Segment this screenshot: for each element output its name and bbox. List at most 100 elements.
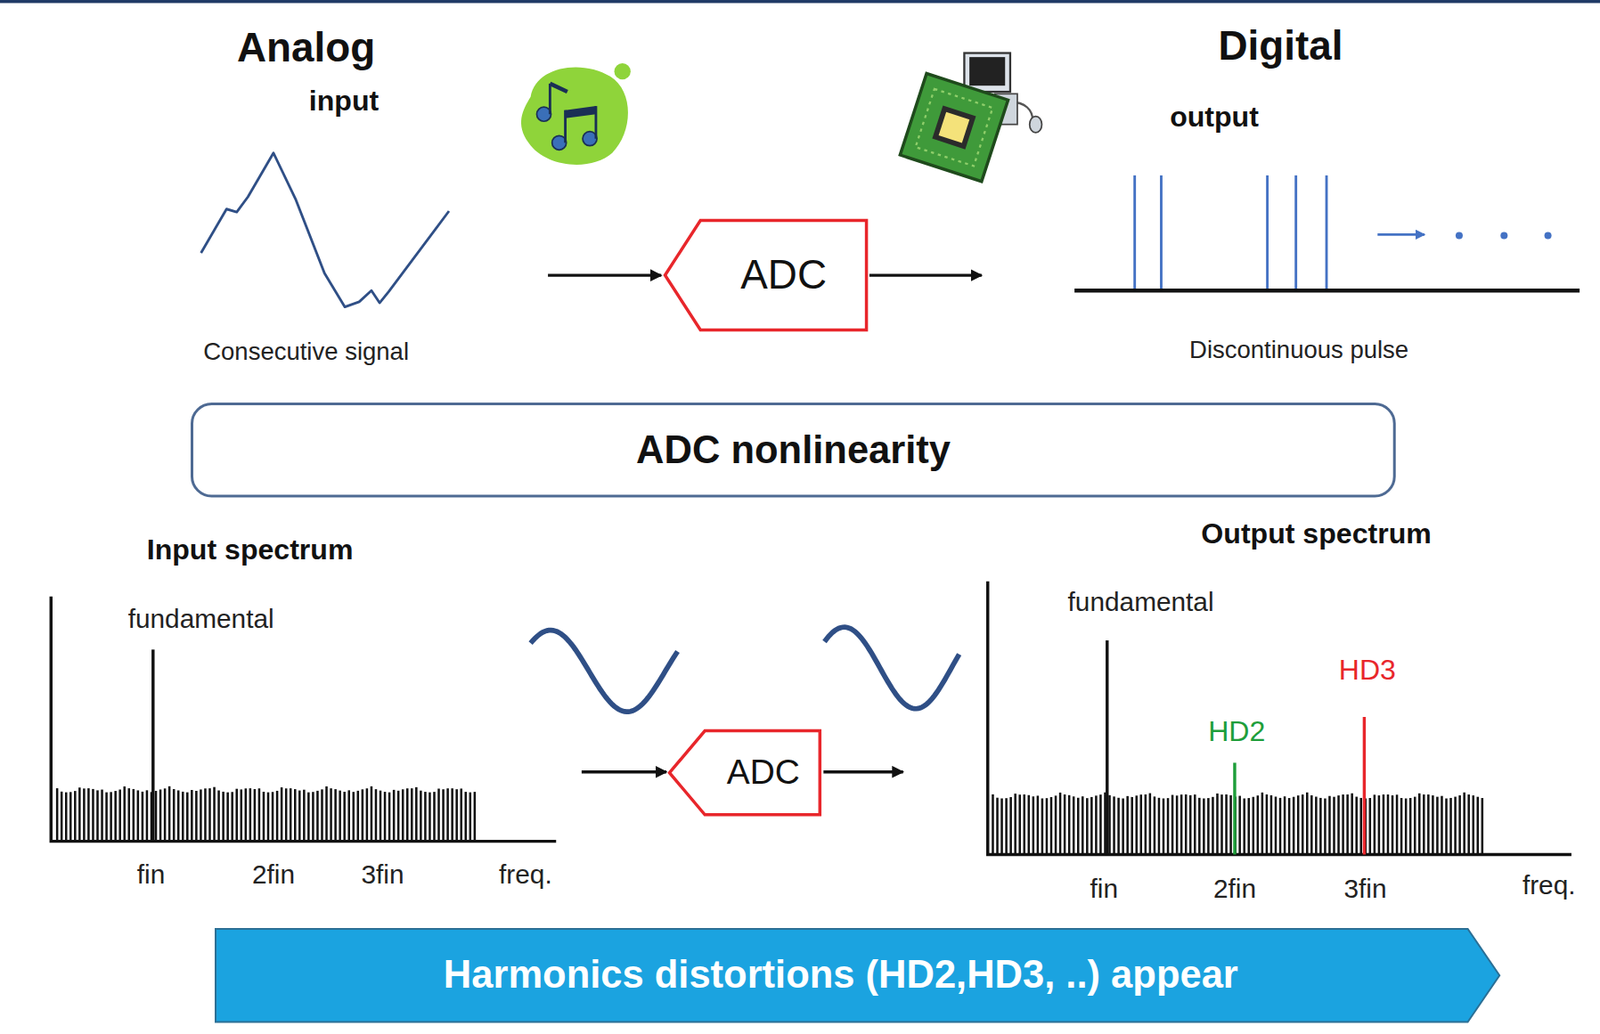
- noise-bar: [1081, 796, 1085, 855]
- noise-bar: [1059, 792, 1062, 856]
- hd2-line: [1232, 762, 1236, 855]
- chip-icon: [899, 53, 1042, 182]
- sine-wave: [824, 627, 959, 710]
- noise-bar: [1270, 795, 1274, 856]
- noise-bar: [1301, 794, 1305, 855]
- noise-bar: [1018, 794, 1021, 855]
- noise-bar: [1355, 797, 1358, 856]
- noise-bar: [1328, 796, 1331, 856]
- noise-bar: [392, 790, 396, 842]
- noise-bar: [1202, 799, 1206, 856]
- noise-bar: [1094, 795, 1098, 855]
- noise-bar: [406, 788, 409, 841]
- noise-bar: [334, 789, 337, 842]
- noise-bar: [1036, 795, 1040, 855]
- noise-bar: [1045, 798, 1049, 855]
- noise-bar: [289, 788, 293, 841]
- noise-bar: [1337, 795, 1340, 855]
- noise-bar: [1458, 795, 1462, 855]
- noise-bar: [397, 791, 400, 842]
- noise-bar: [105, 792, 108, 842]
- noise-bar: [69, 791, 73, 841]
- noise-bar: [342, 791, 346, 842]
- adc-block: ADC: [668, 729, 822, 817]
- noise-bar: [1153, 796, 1157, 855]
- node-label: ADC nonlinearity: [636, 429, 951, 473]
- top-rule: [0, 0, 1600, 3]
- noise-bar: [195, 791, 198, 842]
- noise-bar: [1216, 793, 1219, 856]
- noise-bar: [1198, 798, 1201, 856]
- noise-bar: [347, 790, 351, 841]
- signal-arrow: [581, 770, 667, 774]
- noise-bar: [357, 791, 360, 842]
- noise-bar: [186, 792, 189, 842]
- noise-bar: [1085, 798, 1089, 855]
- noise-bar: [73, 791, 77, 841]
- noise-bar: [262, 791, 266, 842]
- noise-bar: [1261, 792, 1265, 856]
- noise-bar: [280, 787, 284, 842]
- noise-bar: [146, 790, 149, 841]
- noise-bar: [155, 791, 158, 842]
- noise-bar: [1274, 796, 1278, 855]
- noise-bar: [1009, 797, 1013, 855]
- noise-bar: [240, 789, 244, 841]
- noise-bar: [208, 788, 212, 841]
- noise-bar: [1112, 796, 1116, 855]
- axis-tick: 2fin: [1213, 874, 1257, 905]
- noise-bar: [1400, 798, 1404, 856]
- noise-bar: [96, 790, 99, 841]
- node-label: ADC: [740, 253, 827, 298]
- harmonic-label: HD3: [1338, 655, 1396, 687]
- noise-bar: [1193, 794, 1197, 855]
- adc-outline: [669, 730, 821, 815]
- noise-bar: [379, 791, 383, 842]
- noise-bar: [1332, 797, 1336, 856]
- noise-bar: [276, 791, 279, 842]
- noise-bar: [1477, 797, 1480, 856]
- noise-bar: [1063, 794, 1067, 856]
- noise-bar: [1224, 794, 1228, 855]
- axis-tick: fin: [1090, 874, 1119, 905]
- axis-title: Output spectrum: [1200, 518, 1431, 550]
- peak-label: fundamental: [1068, 587, 1215, 617]
- noise-bar: [1391, 795, 1395, 855]
- noise-bar: [1257, 795, 1260, 855]
- noise-bar: [258, 788, 262, 841]
- noise-bar: [424, 791, 427, 842]
- noise-bar: [137, 790, 140, 841]
- noise-bar: [1090, 797, 1094, 856]
- noise-bar: [1229, 795, 1233, 856]
- noise-bar: [285, 788, 288, 841]
- noise-bar: [1319, 798, 1323, 856]
- title-text: Digital: [1218, 23, 1344, 68]
- noise-bar: [163, 788, 167, 841]
- analog-waveform: [201, 153, 449, 308]
- noise-bar: [1013, 793, 1017, 855]
- title-box: ADC nonlinearity: [190, 402, 1396, 498]
- noise-bar: [1427, 794, 1430, 855]
- noise-bar: [181, 791, 185, 842]
- noise-bar: [1041, 798, 1045, 855]
- axis-tick: 3fin: [360, 860, 404, 890]
- noise-bar: [1167, 798, 1170, 855]
- subtitle-text: output: [1169, 101, 1259, 133]
- noise-bar: [366, 788, 369, 841]
- noise-bar: [383, 791, 387, 842]
- node-label: Harmonics distortions (HD2,HD3, ..) appe…: [443, 954, 1239, 997]
- noise-bar: [249, 788, 253, 841]
- noise-bar: [1117, 798, 1120, 856]
- noise-bar: [401, 789, 405, 841]
- noise-bar: [212, 787, 216, 842]
- noise-bar: [410, 788, 414, 841]
- noise-bar: [1189, 795, 1192, 856]
- noise-bar: [1050, 797, 1054, 856]
- noise-bar: [1382, 794, 1386, 855]
- noise-bar: [1378, 795, 1381, 855]
- noise-bar: [459, 788, 463, 841]
- noise-bar: [1247, 798, 1250, 855]
- noise-bar: [311, 791, 315, 841]
- noise-bar: [1068, 795, 1071, 856]
- noise-bar: [1404, 799, 1408, 856]
